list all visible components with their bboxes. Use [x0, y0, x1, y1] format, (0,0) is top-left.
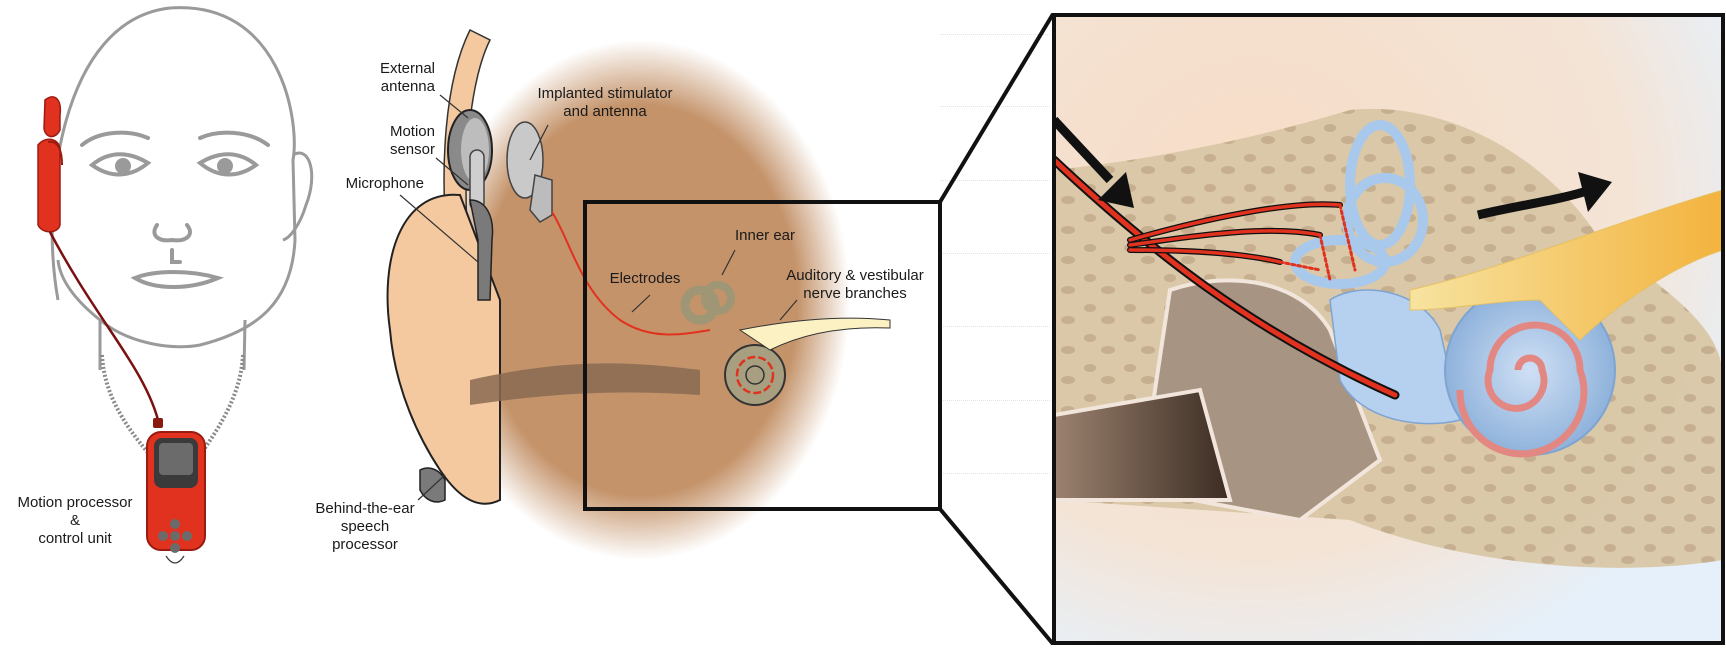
leader-lines [399, 94, 798, 501]
zoomed-inner-ear-panel [1052, 13, 1725, 645]
label-external-antenna: External antenna [355, 60, 435, 96]
zoom-region-box [583, 200, 942, 511]
label-external-antenna-line1: External [379, 60, 435, 77]
electrode-array [1054, 155, 1400, 400]
label-implanted-stimulator: Implanted stimulator and antenna [515, 85, 695, 121]
label-motion-sensor-line2: sensor [389, 141, 435, 158]
vestibule [1329, 289, 1461, 425]
background-gridline [940, 34, 1050, 35]
background-gridline [940, 180, 1050, 181]
motion-processor-control-unit-icon [146, 418, 206, 564]
label-nerve-line1: Auditory & vestibular [786, 267, 924, 284]
label-implanted-line1: Implanted stimulator [537, 85, 673, 102]
semicircular-canals-icon [1290, 120, 1428, 289]
label-motion-sensor-line1: Motion [389, 123, 435, 140]
necklace-cord [100, 354, 245, 457]
electrode-lead [551, 211, 711, 336]
head-outline [50, 6, 314, 371]
label-motion-processor-line2: & [69, 512, 80, 529]
label-bte-line2: speech [340, 518, 390, 535]
label-external-antenna-line2: antenna [380, 78, 435, 95]
label-behind-the-ear-processor: Behind-the-ear speech processor [290, 500, 440, 554]
background-gridline [940, 473, 1050, 474]
lead-wire [48, 231, 160, 421]
label-electrodes: Electrodes [609, 270, 681, 287]
zoom-connector-lines [938, 12, 1055, 646]
face-features [80, 130, 270, 289]
label-motion-processor: Motion processor & control unit [0, 494, 150, 548]
signal-arrow-out-icon [1476, 172, 1612, 220]
label-bte-line1: Behind-the-ear [315, 500, 415, 517]
label-microphone: Microphone [345, 175, 424, 192]
inner-ear-labyrinth-icon [680, 281, 786, 406]
front-view-head-panel [37, 6, 314, 564]
external-antenna-icon [447, 109, 493, 211]
label-motion-processor-line3: control unit [38, 530, 112, 547]
background-gridline [940, 253, 1050, 254]
external-ear-canal [1054, 387, 1233, 502]
label-motion-processor-line1: Motion processor [17, 494, 133, 511]
zoomed-panel-frame [1052, 13, 1725, 645]
label-motion-sensor: Motion sensor [355, 123, 435, 159]
label-implanted-line2: and antenna [563, 103, 647, 120]
signal-arrow-in-icon [1054, 116, 1134, 208]
nerve-branch [738, 317, 891, 351]
headset-device-icon [37, 96, 63, 233]
implanted-stimulator-icon [506, 121, 553, 223]
behind-the-ear-processor-icon [419, 199, 494, 503]
side-view-ear-panel [386, 12, 1055, 646]
auditory-vestibular-nerve [1409, 189, 1723, 341]
label-nerve-line2: nerve branches [803, 285, 907, 302]
background-gridline [940, 106, 1050, 107]
label-bte-line3: processor [332, 536, 398, 553]
outer-ear [386, 193, 501, 505]
label-nerve-branches: Auditory & vestibular nerve branches [765, 267, 945, 303]
background-gridline [940, 400, 1050, 401]
background-gridline [940, 326, 1050, 327]
label-inner-ear: Inner ear [734, 227, 796, 244]
